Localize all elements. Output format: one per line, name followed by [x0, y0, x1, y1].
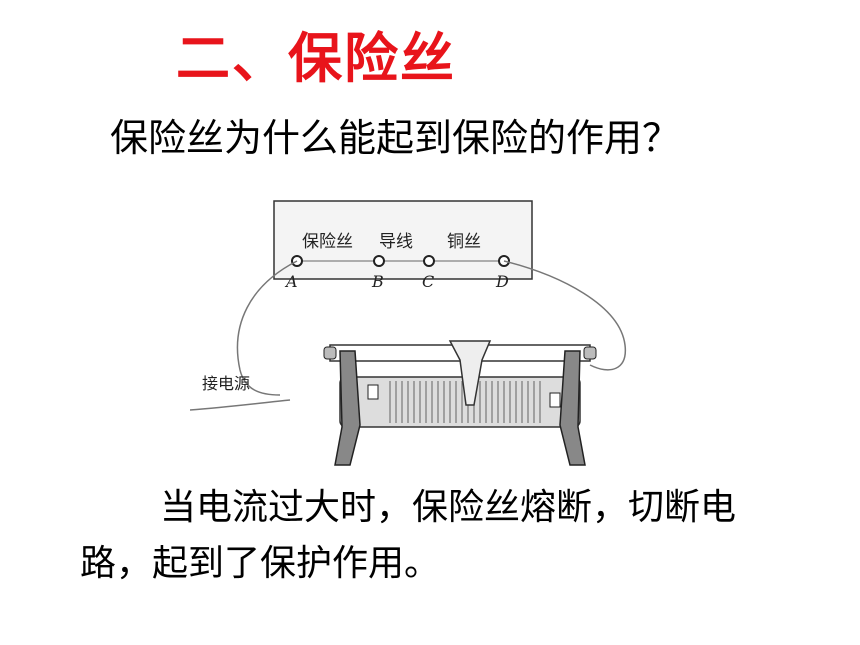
terminal-label-d: D — [495, 272, 509, 291]
answer-body: 当电流过大时，保险丝熔断，切断电路，起到了保护作用。 — [80, 487, 737, 584]
terminal-label-c: C — [422, 272, 434, 291]
slide-title: 二、保险丝 — [176, 27, 456, 90]
terminal-board — [273, 200, 533, 280]
terminal-label-a: A — [284, 272, 298, 291]
terminal-c — [423, 255, 435, 267]
label-copper: 铜丝 — [447, 232, 481, 252]
power-label: 接电源 — [202, 374, 250, 393]
terminal-b — [373, 255, 385, 267]
label-fuse: 保险丝 — [302, 232, 353, 252]
answer-text: 当电流过大时，保险丝熔断，切断电路，起到了保护作用。 — [80, 480, 780, 592]
lead-wire-right — [503, 260, 626, 371]
lead-wire-power — [190, 399, 291, 411]
fuse-circuit-figure: 保险丝 导线 铜丝 A B C D 接电源 — [190, 200, 626, 466]
terminal-label-b: B — [371, 272, 384, 291]
question-text: 保险丝为什么能起到保险的作用？ — [110, 116, 681, 160]
rheostat — [323, 340, 597, 466]
label-wire: 导线 — [379, 232, 413, 252]
lead-wire-left — [236, 260, 298, 396]
